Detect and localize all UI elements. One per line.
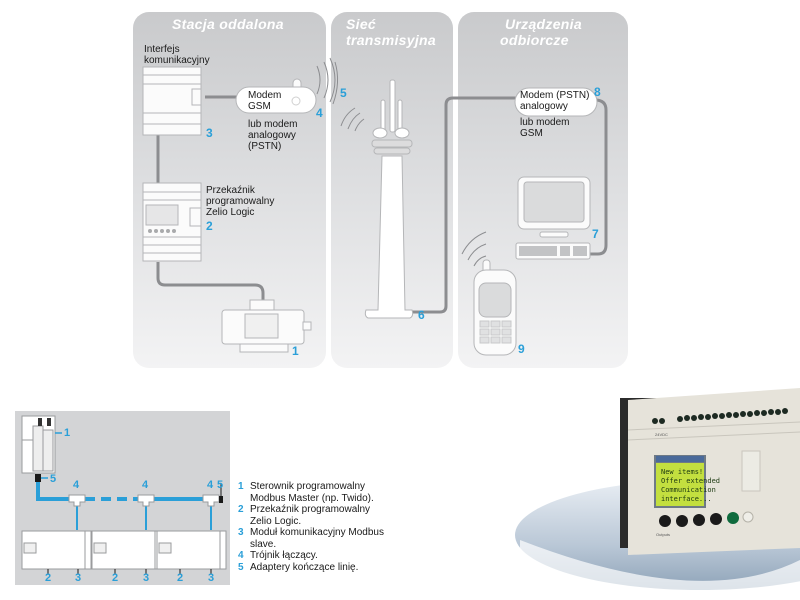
device-outputs-label: Outputs [656,532,671,537]
relay-label-1: Przekaźnik [206,185,255,196]
legend-number: 2 [238,504,244,515]
number-3-interface: 3 [206,126,213,140]
receiving-devices-title-2: odbiorcze [500,32,569,48]
lcd-line-1: New items! [661,468,704,476]
modbus-number-relay-2: 2 [112,572,119,584]
number-4-modem: 4 [316,106,323,120]
mobile-phone [461,231,517,356]
comm-interface-label-2: komunikacyjny [144,55,210,66]
legend-text: Trójnik łączący. [250,550,318,561]
relay-label-2: programowalny [206,196,275,207]
remote-station-title: Stacja oddalona [172,16,284,32]
legend-text: Sterownik programowalny [250,481,366,492]
number-9-phone: 9 [518,342,525,356]
lcd-line-3: Communication [661,486,716,494]
modem-pstn-alt-label-1: lub modem [520,117,570,128]
modbus-master-plc [21,415,56,474]
number-5-radio: 5 [340,86,347,100]
computer-device [515,176,591,260]
legend-item: 5 Adaptery kończące linię. [238,562,384,574]
modem-gsm-label-1: Modem [248,90,282,101]
pstn-modem-device [514,87,598,117]
modbus-number-tee-3: 4 [207,479,214,491]
modbus-cable [36,482,205,501]
legend-item-cont: Zelio Logic. [238,516,384,528]
device-power-label: 24VDC [655,432,668,437]
modem-pstn-alt-label-2: GSM [520,128,543,139]
motor-device [221,299,312,353]
terminator-right [219,496,223,503]
modem-gsm-label-2: GSM [248,101,271,112]
relay-label-3: Zelio Logic [206,207,255,218]
transmission-network-title-1: Sieć [346,16,376,32]
modem-alt-label-1: lub modem [248,119,298,130]
number-2-relay: 2 [206,219,213,233]
modem-alt-label-3: (PSTN) [248,141,282,152]
lcd-screen [656,463,704,506]
cable-tower-modem [412,96,520,314]
cable-modem-computer [590,98,608,256]
legend-number: 5 [238,561,244,573]
modbus-number-relay-3: 2 [177,572,184,584]
modbus-number-tee-2: 4 [142,479,149,491]
modbus-number-module-2: 3 [143,572,150,584]
zelio-relay-device [142,182,202,262]
modbus-number-module-1: 3 [75,572,82,584]
number-1-motor: 1 [292,344,299,358]
legend-text: Moduł komunikacyjny Modbus [250,527,384,538]
device-buttons [659,513,722,527]
legend-text: Przekaźnik programowalny [250,504,371,515]
transmission-tower [364,79,414,319]
tee-connectors [68,494,220,507]
legend-item: 1 Sterownik programowalny [238,481,384,493]
modbus-number-terminator-left: 5 [50,473,57,485]
legend-number: 1 [238,481,244,492]
modem-pstn-label-1: Modem (PSTN) [520,90,590,101]
legend-text: Adaptery kończące linię. [250,561,359,573]
legend-item: 2 Przekaźnik programowalny [238,504,384,516]
modbus-number-tee-1: 4 [73,479,80,491]
legend-item: 4 Trójnik łączący. [238,550,384,562]
lcd-line-2: Offer extended [661,477,721,485]
modbus-number-master: 1 [64,427,71,439]
comm-interface-label-1: Interfejs [144,44,180,55]
legend-text: Zelio Logic. [250,515,302,527]
transmission-network-title-2: transmisyjna [346,32,436,48]
modbus-legend: 1 Sterownik programowalny Modbus Master (… [238,481,384,573]
legend-item-cont: Modbus Master (np. Twido). [238,493,384,505]
modem-pstn-label-2: analogowy [520,101,568,112]
radio-waves [332,61,365,132]
number-6-tower: 6 [418,308,425,322]
legend-number: 3 [238,527,244,538]
lcd-line-4: interface... [661,495,712,503]
cable-relay-motor [156,262,265,303]
number-8-modem: 8 [594,85,601,99]
zelio-logic-device [620,388,800,555]
modbus-number-relay-1: 2 [45,572,52,584]
number-7-computer: 7 [592,227,599,241]
legend-number: 4 [238,550,244,561]
legend-item-cont: slave. [238,539,384,551]
modbus-number-module-3: 3 [208,572,215,584]
receiving-devices-title-1: Urządzenia [505,16,582,32]
modem-alt-label-2: analogowy [248,130,296,141]
modbus-drops [76,505,212,530]
legend-item: 3 Moduł komunikacyjny Modbus [238,527,384,539]
legend-text: Modbus Master (np. Twido). [250,492,374,504]
comm-interface-device [142,66,202,136]
legend-text: slave. [250,538,277,550]
modbus-number-terminator-right: 5 [217,479,224,491]
gsm-modem-device [235,57,336,114]
